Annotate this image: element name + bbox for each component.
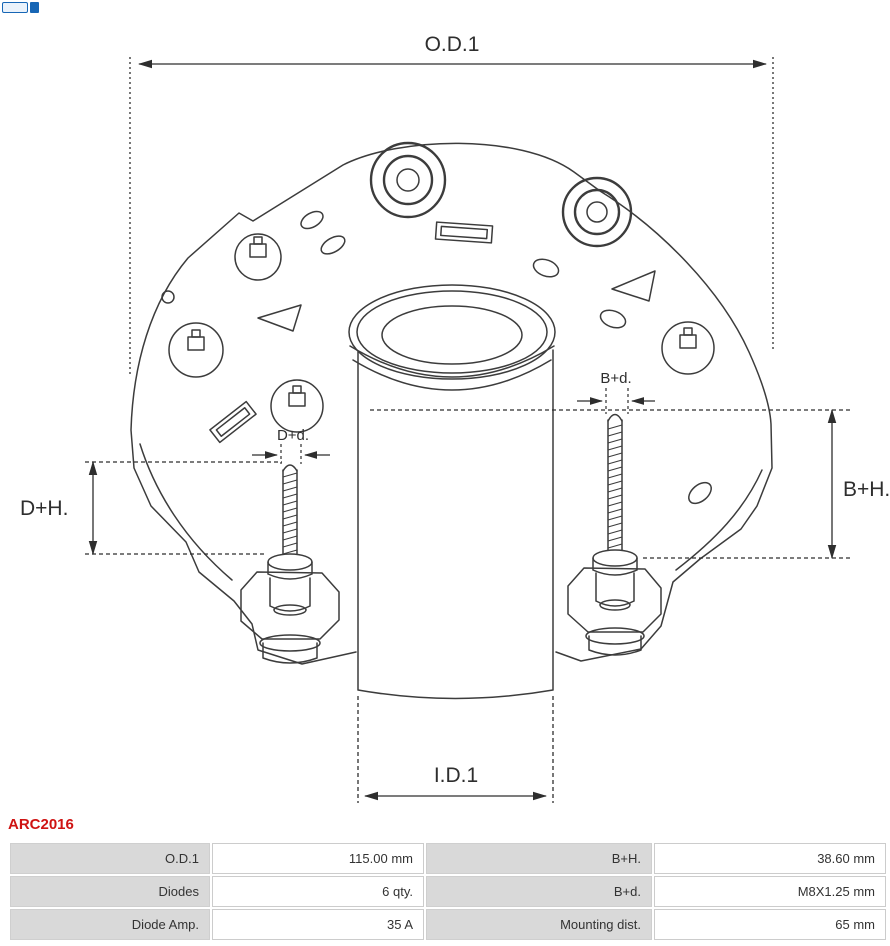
left-stud bbox=[267, 464, 313, 616]
spec-value-cell: M8X1.25 mm bbox=[654, 876, 886, 907]
right-stud bbox=[592, 413, 638, 611]
table-row: Diode Amp. 35 A Mounting dist. 65 mm bbox=[10, 909, 886, 940]
dim-label-dd: D+d. bbox=[277, 427, 309, 444]
part-number: ARC2016 bbox=[8, 816, 74, 833]
spec-value-cell: 6 qty. bbox=[212, 876, 424, 907]
spec-label-cell: B+H. bbox=[426, 843, 652, 874]
spec-value-cell: 115.00 mm bbox=[212, 843, 424, 874]
technical-diagram: O.D.1 D+H. B+H. D+d. B+d. I.D.1 bbox=[20, 33, 890, 803]
dimension-dd bbox=[252, 444, 330, 464]
dimension-od1 bbox=[129, 57, 774, 374]
dimension-bd bbox=[577, 388, 655, 414]
dimension-id1 bbox=[357, 696, 554, 803]
table-row: Diodes 6 qty. B+d. M8X1.25 mm bbox=[10, 876, 886, 907]
dim-label-bh: B+H. bbox=[843, 478, 890, 501]
spec-table: O.D.1 115.00 mm B+H. 38.60 mm Diodes 6 q… bbox=[8, 841, 888, 942]
spec-value-cell: 65 mm bbox=[654, 909, 886, 940]
spec-label-cell: O.D.1 bbox=[10, 843, 210, 874]
center-hub bbox=[348, 284, 556, 700]
spec-value-cell: 38.60 mm bbox=[654, 843, 886, 874]
brand-logo-mark bbox=[30, 2, 39, 13]
spec-label-cell: Diode Amp. bbox=[10, 909, 210, 940]
spec-value-cell: 35 A bbox=[212, 909, 424, 940]
spec-label-cell: B+d. bbox=[426, 876, 652, 907]
dimension-dh bbox=[85, 460, 282, 556]
rectifier-drawing: O.D.1 D+H. B+H. D+d. B+d. I.D.1 bbox=[20, 33, 890, 803]
dimension-bh bbox=[370, 408, 852, 560]
brand-logo-outline bbox=[2, 2, 28, 13]
dim-label-od1: O.D.1 bbox=[425, 33, 480, 56]
spec-label-cell: Mounting dist. bbox=[426, 909, 652, 940]
dim-label-id1: I.D.1 bbox=[434, 764, 478, 787]
brand-logo bbox=[2, 2, 39, 13]
spec-label-cell: Diodes bbox=[10, 876, 210, 907]
dim-label-bd: B+d. bbox=[600, 370, 631, 387]
dim-label-dh: D+H. bbox=[20, 497, 68, 520]
table-row: O.D.1 115.00 mm B+H. 38.60 mm bbox=[10, 843, 886, 874]
